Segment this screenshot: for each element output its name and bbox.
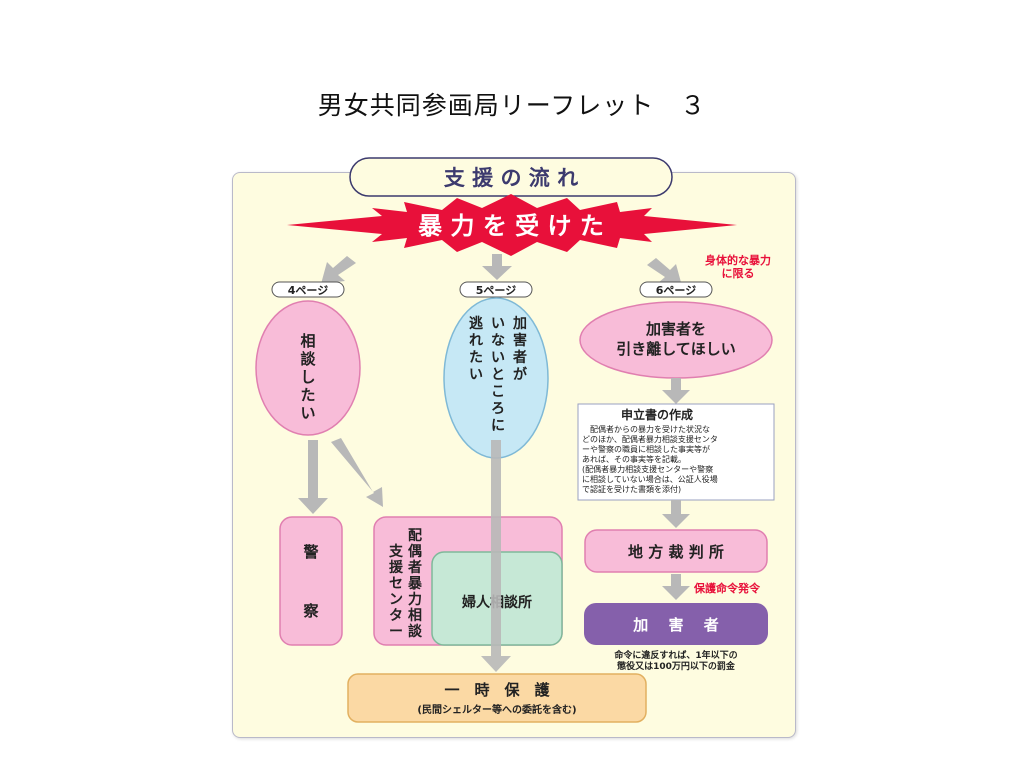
svg-text:と: と bbox=[491, 367, 505, 383]
svg-text:ろ: ろ bbox=[491, 401, 505, 417]
svg-text:で認証を受けた書類を添付): で認証を受けた書類を添付) bbox=[582, 484, 681, 494]
arrow-to-police bbox=[298, 440, 328, 514]
shelter-box bbox=[347, 673, 647, 723]
petition-title: 申立書の作成 bbox=[621, 407, 693, 422]
svg-text:な: な bbox=[491, 333, 505, 349]
court-text: 地 方 裁 判 所 bbox=[628, 543, 724, 561]
burst-shape bbox=[287, 194, 737, 256]
arrow-right bbox=[647, 258, 682, 286]
consult-ellipse bbox=[255, 300, 361, 436]
svg-text:加: 加 bbox=[512, 316, 527, 332]
svg-text:援: 援 bbox=[389, 559, 404, 576]
separate-text-2: 引き離してほしい bbox=[616, 340, 736, 358]
top-arrows bbox=[321, 254, 682, 286]
svg-text:逃: 逃 bbox=[469, 315, 483, 332]
note-physical-2: に限る bbox=[722, 266, 755, 280]
svg-text:偶: 偶 bbox=[408, 543, 422, 560]
svg-text:い: い bbox=[491, 350, 505, 366]
page-tab-5-label: 5ページ bbox=[476, 284, 516, 297]
svg-text:どのほか、配偶者暴力相談支援センタ: どのほか、配偶者暴力相談支援センタ bbox=[582, 434, 718, 444]
svg-text:談: 談 bbox=[408, 623, 423, 640]
svg-text:い: い bbox=[469, 367, 483, 383]
svg-text:相: 相 bbox=[408, 607, 422, 624]
svg-text:た: た bbox=[300, 386, 315, 404]
arrow-to-shelter bbox=[481, 440, 511, 672]
heading-text: 支 援 の 流 れ bbox=[444, 166, 578, 190]
arrow-mid bbox=[482, 254, 512, 280]
svg-text:ー: ー bbox=[389, 624, 403, 640]
arrow-to-petition bbox=[662, 378, 690, 404]
svg-text:こ: こ bbox=[491, 384, 505, 400]
svg-text:談: 談 bbox=[300, 350, 316, 368]
consult-text: 相 談 し た い bbox=[300, 332, 316, 422]
shelter-sub: (民間シェルター等への委託を含む) bbox=[417, 703, 576, 716]
svg-text:し: し bbox=[300, 368, 315, 386]
svg-text:暴: 暴 bbox=[407, 576, 423, 592]
svg-text:者: 者 bbox=[513, 350, 527, 366]
svg-text:れ: れ bbox=[469, 333, 483, 349]
svg-text:ーや警察の職員に相談した事実等が: ーや警察の職員に相談した事実等が bbox=[582, 444, 710, 454]
svg-text:力: 力 bbox=[408, 591, 422, 608]
penalty-text-1: 命令に違反すれば、1年以下の bbox=[613, 649, 737, 661]
svg-text:タ: タ bbox=[389, 608, 403, 624]
penalty-text-2: 懲役又は100万円以下の罰金 bbox=[616, 660, 736, 672]
event-text: 暴 力 を 受 け た bbox=[418, 212, 604, 240]
escape-text: 加 害 者 が い な い と こ ろ に 逃 れ た い bbox=[469, 315, 528, 434]
perpetrator-text: 加 害 者 bbox=[632, 616, 718, 634]
svg-text:配: 配 bbox=[408, 528, 422, 544]
svg-text:に相談していない場合は、公証人役場: に相談していない場合は、公証人役場 bbox=[582, 474, 718, 484]
police-text-1: 警 bbox=[302, 543, 318, 561]
page-tab-5[interactable]: 5ページ bbox=[459, 281, 533, 298]
arrow-to-perpetrator bbox=[662, 574, 690, 600]
svg-text:配偶者からの暴力を受けた状況な: 配偶者からの暴力を受けた状況な bbox=[590, 424, 710, 434]
page-tab-6-label: 6ページ bbox=[656, 284, 696, 297]
svg-text:支: 支 bbox=[388, 543, 404, 560]
perpetrator-box bbox=[584, 603, 768, 645]
svg-text:た: た bbox=[469, 350, 483, 366]
page-tab-6[interactable]: 6ページ bbox=[639, 281, 713, 298]
svg-text:い: い bbox=[491, 316, 505, 332]
separate-text-1: 加害者を bbox=[645, 320, 706, 338]
svg-text:害: 害 bbox=[513, 332, 527, 349]
shelter-title: 一 時 保 護 bbox=[444, 681, 550, 699]
petition-box: 申立書の作成 配偶者からの暴力を受けた状況な どのほか、配偶者暴力相談支援センタ… bbox=[577, 403, 775, 501]
svg-text:者: 者 bbox=[408, 560, 422, 576]
svg-text:相: 相 bbox=[300, 332, 315, 350]
arrow-to-spousal-center bbox=[331, 438, 383, 507]
police-text-2: 察 bbox=[302, 602, 319, 620]
support-flow-diagram: 支 援 の 流 れ 暴 力 を 受 け た 身体的な暴力 に限る 4ページ 5ペ… bbox=[255, 157, 775, 723]
svg-text:に: に bbox=[491, 418, 505, 434]
court-box bbox=[584, 529, 768, 573]
arrow-left bbox=[321, 256, 356, 284]
svg-text:あれば、その事実等を記載。: あれば、その事実等を記載。 bbox=[582, 454, 686, 464]
svg-text:セ: セ bbox=[389, 576, 403, 592]
spousal-center-text: 配 偶 者 暴 力 相 談 支 援 セ ン タ ー bbox=[388, 528, 423, 640]
note-physical-1: 身体的な暴力 bbox=[705, 253, 771, 267]
svg-text:い: い bbox=[300, 404, 315, 422]
page-tab-4-label: 4ページ bbox=[288, 284, 328, 297]
page-title: 男女共同参画局リーフレット ３ bbox=[317, 91, 707, 120]
page-tab-4[interactable]: 4ページ bbox=[271, 281, 345, 298]
heading-banner: 支 援 の 流 れ bbox=[349, 157, 673, 197]
police-box bbox=[279, 516, 343, 646]
arrow-to-court bbox=[662, 500, 690, 528]
svg-text:が: が bbox=[513, 366, 528, 383]
protection-order-text: 保護命令発令 bbox=[693, 581, 761, 595]
svg-text:ン: ン bbox=[389, 592, 403, 608]
svg-text:(配偶者暴力相談支援センターや警察: (配偶者暴力相談支援センターや警察 bbox=[582, 464, 713, 474]
